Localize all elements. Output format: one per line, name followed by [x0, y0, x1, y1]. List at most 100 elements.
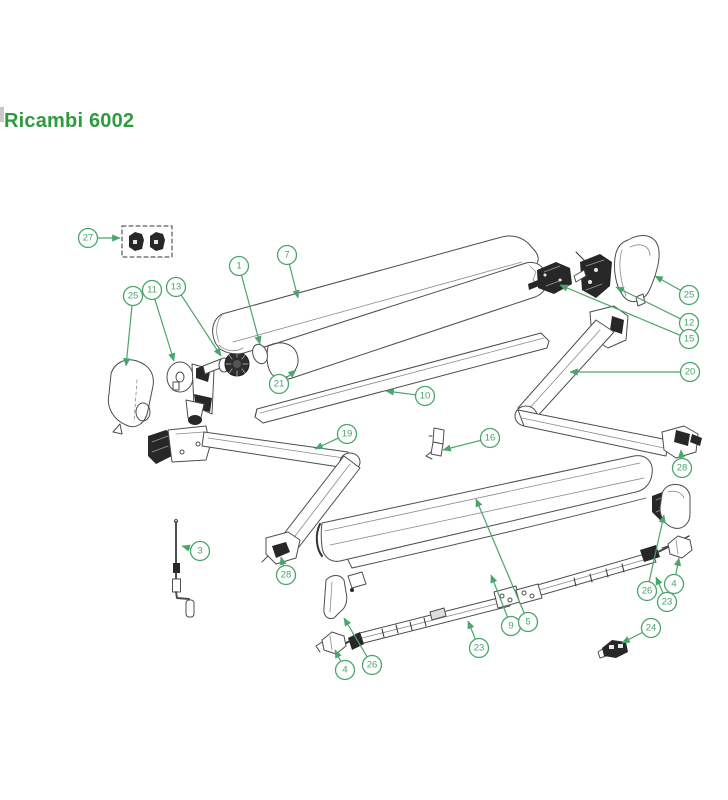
callout-leader-line: [442, 439, 481, 452]
callout-number: 26: [642, 586, 653, 597]
callout-leader-line: [181, 544, 192, 552]
part-callout-26: 26: [636, 514, 666, 602]
callout-number: 5: [525, 617, 530, 628]
callout-circle: [334, 659, 356, 681]
part-callout-25: 25: [122, 285, 144, 367]
part-callout-23: 23: [655, 576, 678, 613]
callout-leader-line: [240, 275, 262, 345]
callout-number: 23: [474, 643, 485, 654]
callout-number: 3: [197, 546, 202, 557]
tension-rafter-left-drawing: [343, 585, 521, 650]
callout-circle: [671, 457, 693, 479]
callout-number: 27: [83, 233, 94, 244]
crank-knob-drawing: [197, 351, 250, 377]
wall-clip-left-drawing: [315, 631, 347, 655]
callout-number: 11: [147, 285, 157, 296]
roller-tube-end-drawing: [252, 343, 268, 365]
callout-number: 28: [281, 570, 292, 581]
callout-leader-line: [180, 294, 222, 357]
part-callout-16: 16: [442, 427, 501, 452]
callout-circle: [361, 654, 383, 676]
callout-number: 4: [671, 579, 676, 590]
callout-circle: [679, 361, 701, 383]
callout-circle: [275, 564, 297, 586]
callout-number: 21: [274, 379, 285, 390]
callout-number: 13: [171, 282, 182, 293]
callout-circle: [636, 580, 658, 602]
part-callout-4: 4: [334, 649, 356, 681]
callout-circle: [678, 328, 700, 350]
right-bracket-drawing: [573, 251, 612, 298]
callout-leader-line: [467, 620, 476, 640]
part-callout-13: 13: [165, 276, 222, 357]
callout-leader-line: [559, 284, 681, 336]
callout-circle: [268, 373, 290, 395]
part-callout-21: 21: [268, 369, 297, 395]
part-callout-7: 7: [276, 244, 300, 299]
awning-fabric-roll-drawing: [315, 455, 653, 569]
part-callout-27: 27: [77, 227, 121, 249]
callout-number: 16: [485, 433, 496, 444]
callout-number: 23: [662, 597, 673, 608]
part-callout-25: 25: [654, 275, 700, 306]
fixing-clip-drawing: [425, 427, 445, 460]
right-end-cap-drawing: [613, 235, 660, 307]
callout-circle: [414, 385, 436, 407]
part-callout-1: 1: [228, 255, 262, 345]
part-callout-26: 26: [343, 617, 383, 676]
crank-handle-drawing: [172, 519, 195, 618]
callout-leader-line: [285, 369, 297, 379]
callout-circle: [678, 284, 700, 306]
callout-number: 9: [508, 621, 513, 632]
callout-number: 28: [677, 463, 688, 474]
callout-leader-line: [154, 298, 176, 362]
bottom-bracket-drawing: [597, 640, 628, 659]
left-support-cap-drawing: [323, 571, 367, 619]
part-callout-24: 24: [621, 617, 662, 644]
callout-circle: [228, 255, 250, 277]
callout-number: 25: [684, 290, 695, 301]
part-callout-19: 19: [314, 423, 358, 450]
part-callout-10: 10: [385, 385, 436, 407]
callout-leader-line: [288, 264, 300, 299]
callout-circle: [517, 611, 539, 633]
callout-circle: [141, 279, 163, 301]
lead-rail-drawing: [254, 332, 550, 424]
awning-case-cover-drawing: [212, 235, 539, 355]
callout-leader-line: [123, 305, 133, 367]
callout-circle: [165, 276, 187, 298]
callout-circle: [468, 637, 490, 659]
callout-circle: [656, 591, 678, 613]
part-callout-12: 12: [615, 286, 700, 334]
callout-number: 7: [284, 250, 289, 261]
callout-circle: [77, 227, 99, 249]
page-edge-mark: [0, 107, 4, 122]
callout-leader-line: [673, 557, 682, 575]
part-callout-3: 3: [181, 540, 211, 562]
callout-number: 10: [420, 391, 431, 402]
callout-circle: [189, 540, 211, 562]
part-callout-23: 23: [467, 620, 490, 659]
callout-leader-line: [654, 275, 681, 291]
callout-number: 25: [128, 291, 139, 302]
callout-number: 24: [646, 623, 657, 634]
right-arm-drawing: [514, 305, 702, 459]
callout-leader-line: [334, 649, 342, 662]
mounting-clips-box-drawing: [121, 225, 173, 258]
right-support-cap-drawing: [652, 483, 691, 529]
part-callout-4: 4: [663, 557, 685, 595]
callout-leader-line: [279, 556, 287, 567]
callout-circle: [640, 617, 662, 639]
callout-circle: [122, 285, 144, 307]
callout-circle: [663, 573, 685, 595]
callout-number: 1: [236, 261, 241, 272]
callout-leader-line: [475, 498, 525, 614]
page-title: Ricambi 6002: [4, 110, 135, 132]
right-arm-foot-drawing: [661, 425, 702, 459]
wall-clip-right-drawing: [661, 535, 693, 559]
callout-leader-line: [343, 617, 368, 658]
left-arm-foot-drawing: [261, 531, 301, 565]
